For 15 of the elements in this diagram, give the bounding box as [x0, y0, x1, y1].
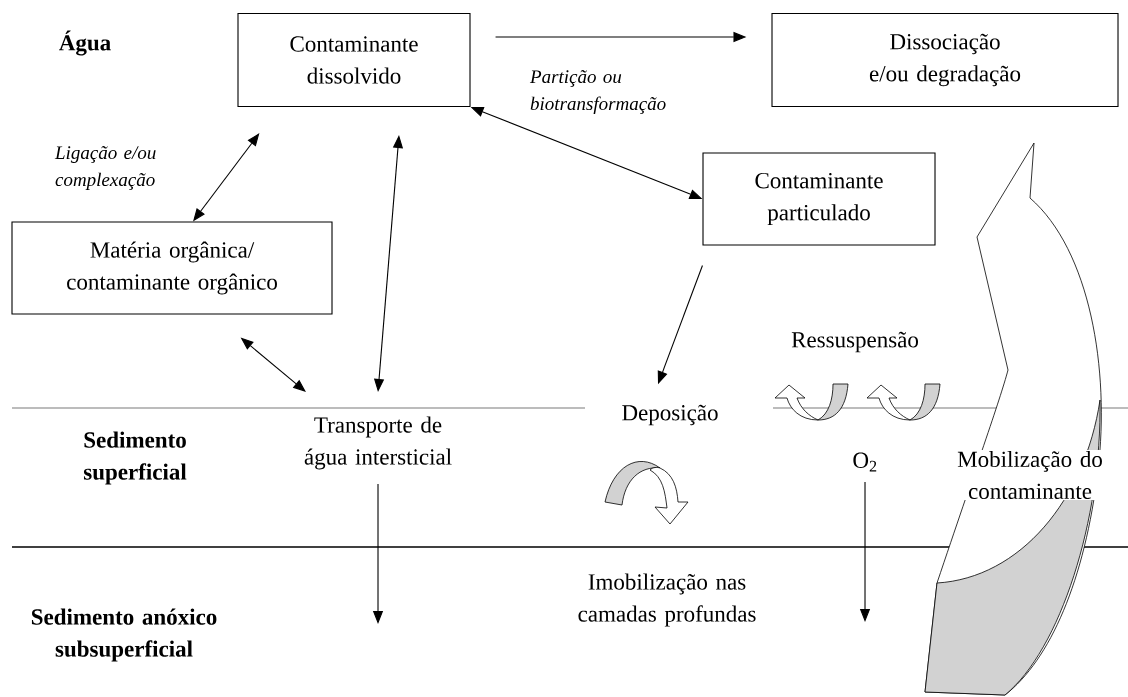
process-label: Mobilização do contaminante: [941, 449, 1119, 501]
process-label: Deposição: [622, 404, 718, 426]
process-box: Matéria orgânica/ contaminante orgânico: [11, 221, 333, 315]
process-label: O$_{2}$: [853, 452, 877, 472]
process-label: Imobilização nas camadas profundas: [578, 573, 756, 627]
process-label: Transporte de água intersticial: [304, 416, 452, 470]
zone-label: Água: [59, 30, 111, 56]
zone-label: Sedimento anóxico subsuperficial: [31, 608, 217, 662]
edge-label: Partição ou biotransformação: [529, 70, 666, 114]
edge-label: Ligação e/ou complexação: [54, 146, 156, 190]
process-box: Dissociação e/ou degradação: [771, 12, 1119, 108]
process-label: Ressuspensão: [791, 331, 918, 353]
zone-label: Sedimento superficial: [83, 431, 187, 485]
process-box: Contaminante dissolvido: [237, 12, 471, 108]
process-box: Contaminante particulado: [702, 152, 936, 246]
